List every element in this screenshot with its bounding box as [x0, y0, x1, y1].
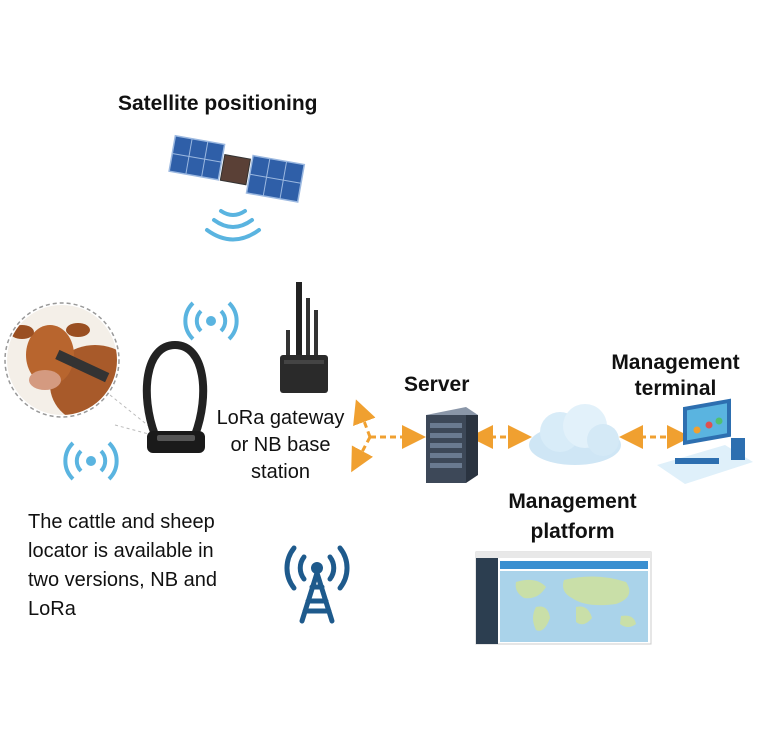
gateway-antenna-icon: [280, 282, 328, 393]
locator-line4: LoRa: [28, 598, 76, 620]
gateway-label-line1: LoRa gateway: [216, 407, 345, 429]
wireless-signal-icon: [63, 441, 119, 481]
wireless-signal-icon: [183, 301, 239, 341]
gateway-label: LoRa gateway or NB base station: [203, 405, 358, 486]
collar-device-icon: [142, 341, 208, 453]
platform-label-line1: Management: [508, 490, 637, 513]
cloud-icon: [529, 404, 621, 465]
wireless-signal-icon: [205, 209, 261, 242]
gateway-label-line2: or NB base: [230, 434, 331, 456]
locator-line1: The cattle and sheep: [28, 511, 215, 533]
locator-description: The cattle and sheep locator is availabl…: [28, 508, 217, 624]
cow-image: [4, 302, 120, 418]
satellite-label: Satellite positioning: [118, 92, 318, 115]
server-icon: [426, 407, 478, 483]
gateway-label-line3: station: [251, 461, 310, 483]
platform-label-line2: platform: [530, 520, 615, 543]
platform-label: Management platform: [485, 487, 660, 547]
server-label: Server: [404, 373, 470, 396]
terminal-label-line1: Management: [611, 351, 740, 374]
map-dashboard-screenshot: [475, 551, 652, 645]
satellite-icon: [168, 134, 306, 203]
terminal-label: Management terminal: [598, 350, 753, 402]
computer-terminal-icon: [657, 398, 753, 484]
locator-line3: two versions, NB and: [28, 569, 217, 591]
terminal-label-line2: terminal: [634, 377, 717, 400]
radio-tower-icon: [284, 545, 350, 624]
locator-line2: locator is available in: [28, 540, 214, 562]
